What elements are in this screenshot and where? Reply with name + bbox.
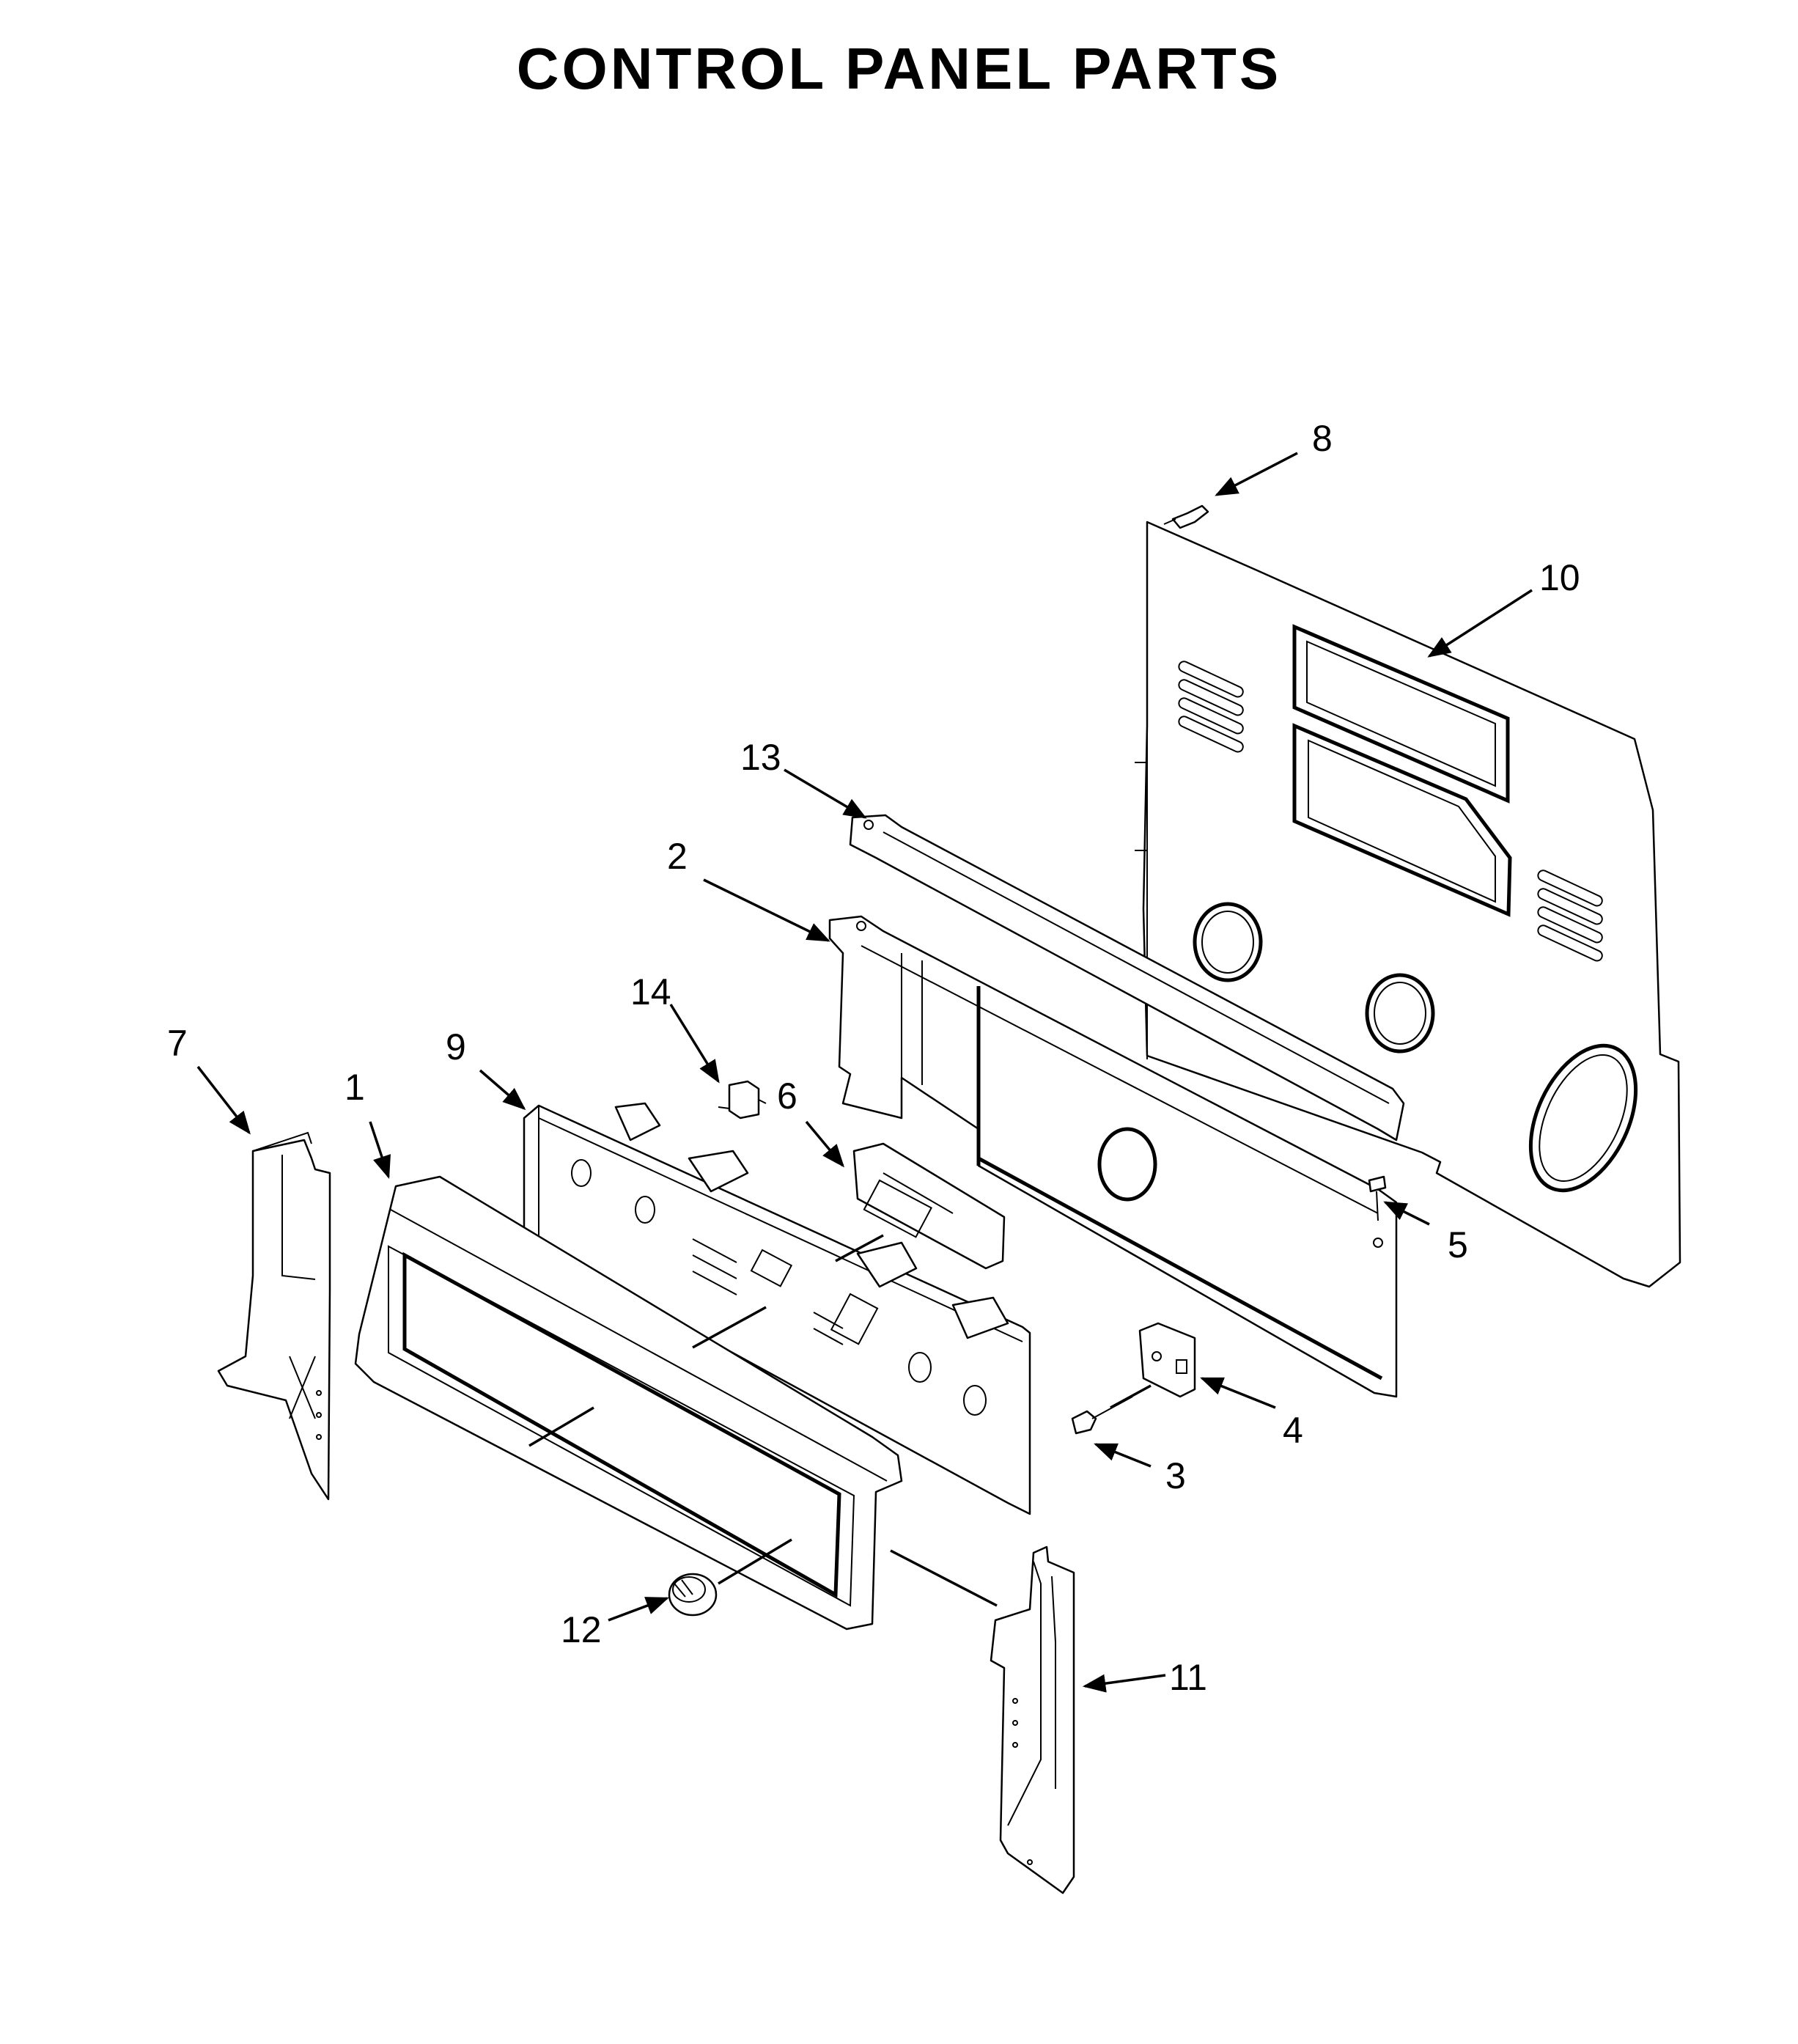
callout-12: 12 [561,1609,602,1650]
part-5-screw[interactable] [1368,1175,1387,1221]
part-12-knob[interactable] [668,1573,718,1617]
assembly-lines [528,1234,1152,1607]
leader-arrows [196,452,1533,1693]
part-14-clip[interactable] [718,1080,767,1120]
callout-2: 2 [667,836,688,877]
callout-1: 1 [345,1067,365,1108]
part-1-console-trim[interactable] [354,1175,903,1631]
callout-7: 7 [167,1023,188,1064]
callout-9: 9 [446,1026,466,1067]
part-2-bracket[interactable] [828,915,1398,1398]
part-3-screw[interactable] [1071,1396,1133,1435]
callout-8: 8 [1312,418,1333,459]
callout-14: 14 [630,971,671,1012]
part-6-control-board[interactable] [852,1142,1006,1270]
part-7-left-end-cap[interactable] [217,1131,331,1501]
callout-11: 11 [1169,1657,1207,1698]
page-title: CONTROL PANEL PARTS [516,36,1282,101]
callout-13: 13 [740,737,781,778]
callout-5: 5 [1448,1224,1468,1265]
part-4-switch[interactable] [1138,1322,1196,1398]
callout-3: 3 [1165,1455,1186,1496]
callout-10: 10 [1539,557,1580,598]
part-9-console-backing[interactable] [523,1102,1031,1515]
callout-labels: 1 2 3 4 5 6 7 8 9 10 11 12 13 14 [167,418,1580,1698]
part-10-rear-panel[interactable] [1135,521,1681,1288]
part-11-right-end-cap[interactable] [990,1545,1075,1894]
callout-4: 4 [1283,1410,1303,1451]
part-13-strip[interactable] [849,814,1405,1142]
part-8-screw[interactable] [1163,504,1209,529]
callout-6: 6 [777,1076,797,1117]
